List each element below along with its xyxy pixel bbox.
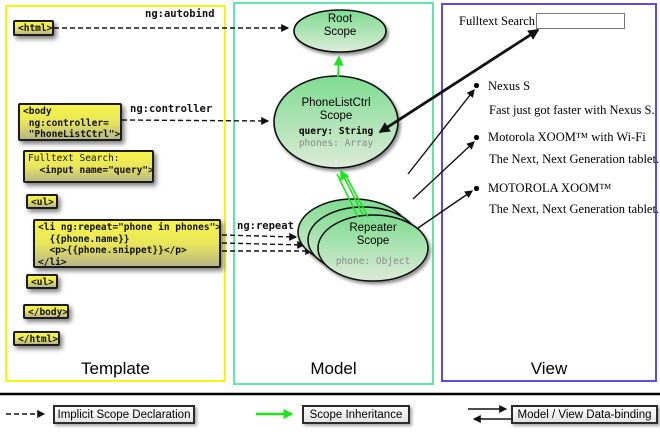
code-box-body-close: </body> — [23, 304, 69, 319]
query-binding-arrow — [378, 28, 540, 134]
template-panel-title: Template — [81, 359, 150, 378]
repeater-binding-arrow-3 — [417, 190, 473, 229]
legend-scope-inheritance: Scope Inheritance — [302, 405, 410, 424]
phonelistctrl-title-line2: Scope — [319, 109, 353, 122]
inheritance-arrow-plc-to-root — [333, 55, 344, 78]
phonelistctrl-scope-label: PhoneListCtrl Scope — [276, 97, 396, 122]
repeater-scope-label: Repeater Scope — [318, 222, 428, 247]
code-box-fulltext-search: Fulltext Search: <input name="query"> — [23, 150, 154, 183]
code-line: </li> — [38, 256, 67, 268]
code-box-html-open: <html> — [13, 20, 54, 36]
phone-title: Nexus S — [488, 79, 531, 93]
code-box-body-open: <body ng:controller= "PhoneListCtrl"> — [18, 103, 122, 141]
code-line: ng:controller= — [23, 117, 109, 129]
query-property: query: String — [298, 126, 374, 137]
code-line: <body — [23, 106, 52, 117]
code-box-ul-open: <ul> — [26, 194, 58, 209]
view-panel-title: View — [530, 359, 568, 378]
repeater-scope-ellipse — [317, 214, 429, 282]
code-line: {{phone.name}} — [38, 233, 130, 245]
legend-implicit-scope-declaration: Implicit Scope Declaration — [53, 405, 195, 424]
root-scope-label: Root Scope — [294, 13, 386, 38]
code-line: Fulltext Search: — [28, 153, 120, 164]
code-line: <input name="query"> — [28, 164, 154, 176]
list-bullet — [474, 186, 479, 191]
ng-repeat-label: ng:repeat — [237, 220, 294, 232]
list-bullet — [474, 83, 479, 88]
code-line: <ul> — [31, 197, 54, 208]
ng-controller-label: ng:controller — [130, 103, 213, 115]
code-line: <ul> — [31, 277, 54, 288]
code-line: "PhoneListCtrl"> — [23, 129, 121, 140]
phone-snippet: The Next, Next Generation tablet. — [489, 202, 660, 216]
repeater-title-line1: Repeater — [349, 222, 397, 234]
phonelistctrl-title-line1: PhoneListCtrl — [301, 97, 371, 109]
code-line: <li ng:repeat="phone in phones"> — [38, 222, 222, 233]
repeat-dashed-arrow-1 — [221, 232, 298, 241]
root-scope-title-line2: Scope — [323, 25, 357, 38]
repeater-title-line2: Scope — [356, 234, 390, 247]
controller-dashed-arrow — [121, 116, 270, 125]
phones-property: phones: Array — [298, 138, 374, 149]
phone-title: Motorola XOOM™ with Wi-Fi — [488, 130, 646, 144]
code-line: <p>{{phone.snippet}}</p> — [38, 245, 187, 256]
inheritance-line-repeater-2 — [344, 173, 369, 218]
code-line: <html> — [18, 23, 53, 34]
model-panel-title: Model — [310, 359, 357, 378]
phonelistctrl-scope-ellipse — [273, 75, 399, 169]
legend-model-view-data-binding: Model / View Data-binding — [511, 405, 658, 424]
phone-snippet: Fast just got faster with Nexus S. — [489, 103, 655, 117]
code-box-ul-second: <ul> — [26, 274, 58, 289]
phone-snippet: The Next, Next Generation tablet. — [489, 152, 660, 166]
list-bullet — [474, 135, 479, 140]
repeater-binding-arrow-2 — [412, 141, 475, 200]
repeater-binding-arrow-1 — [407, 89, 475, 175]
phone-title: MOTOROLA XOOM™ — [488, 181, 612, 195]
code-line: </body> — [28, 307, 69, 318]
code-line: </html> — [18, 334, 59, 345]
root-scope-title-line1: Root — [327, 13, 353, 25]
inheritance-line-repeater-1 — [336, 173, 359, 218]
inheritance-arrow-repeater — [340, 169, 364, 216]
code-box-li-repeat: <li ng:repeat="phone in phones"> {{phone… — [33, 219, 221, 268]
fulltext-search-input[interactable] — [536, 13, 625, 29]
phone-property: phone: Object — [335, 256, 411, 267]
code-box-html-close: </html> — [13, 331, 60, 346]
phonelistctrl-scope-props: query: String phones: Array — [276, 126, 396, 150]
template-panel — [5, 5, 226, 382]
repeat-dashed-arrow-2 — [221, 240, 306, 249]
fulltext-search-label: Fulltext Search: — [459, 14, 539, 28]
ng-autobind-label: ng:autobind — [145, 8, 215, 20]
